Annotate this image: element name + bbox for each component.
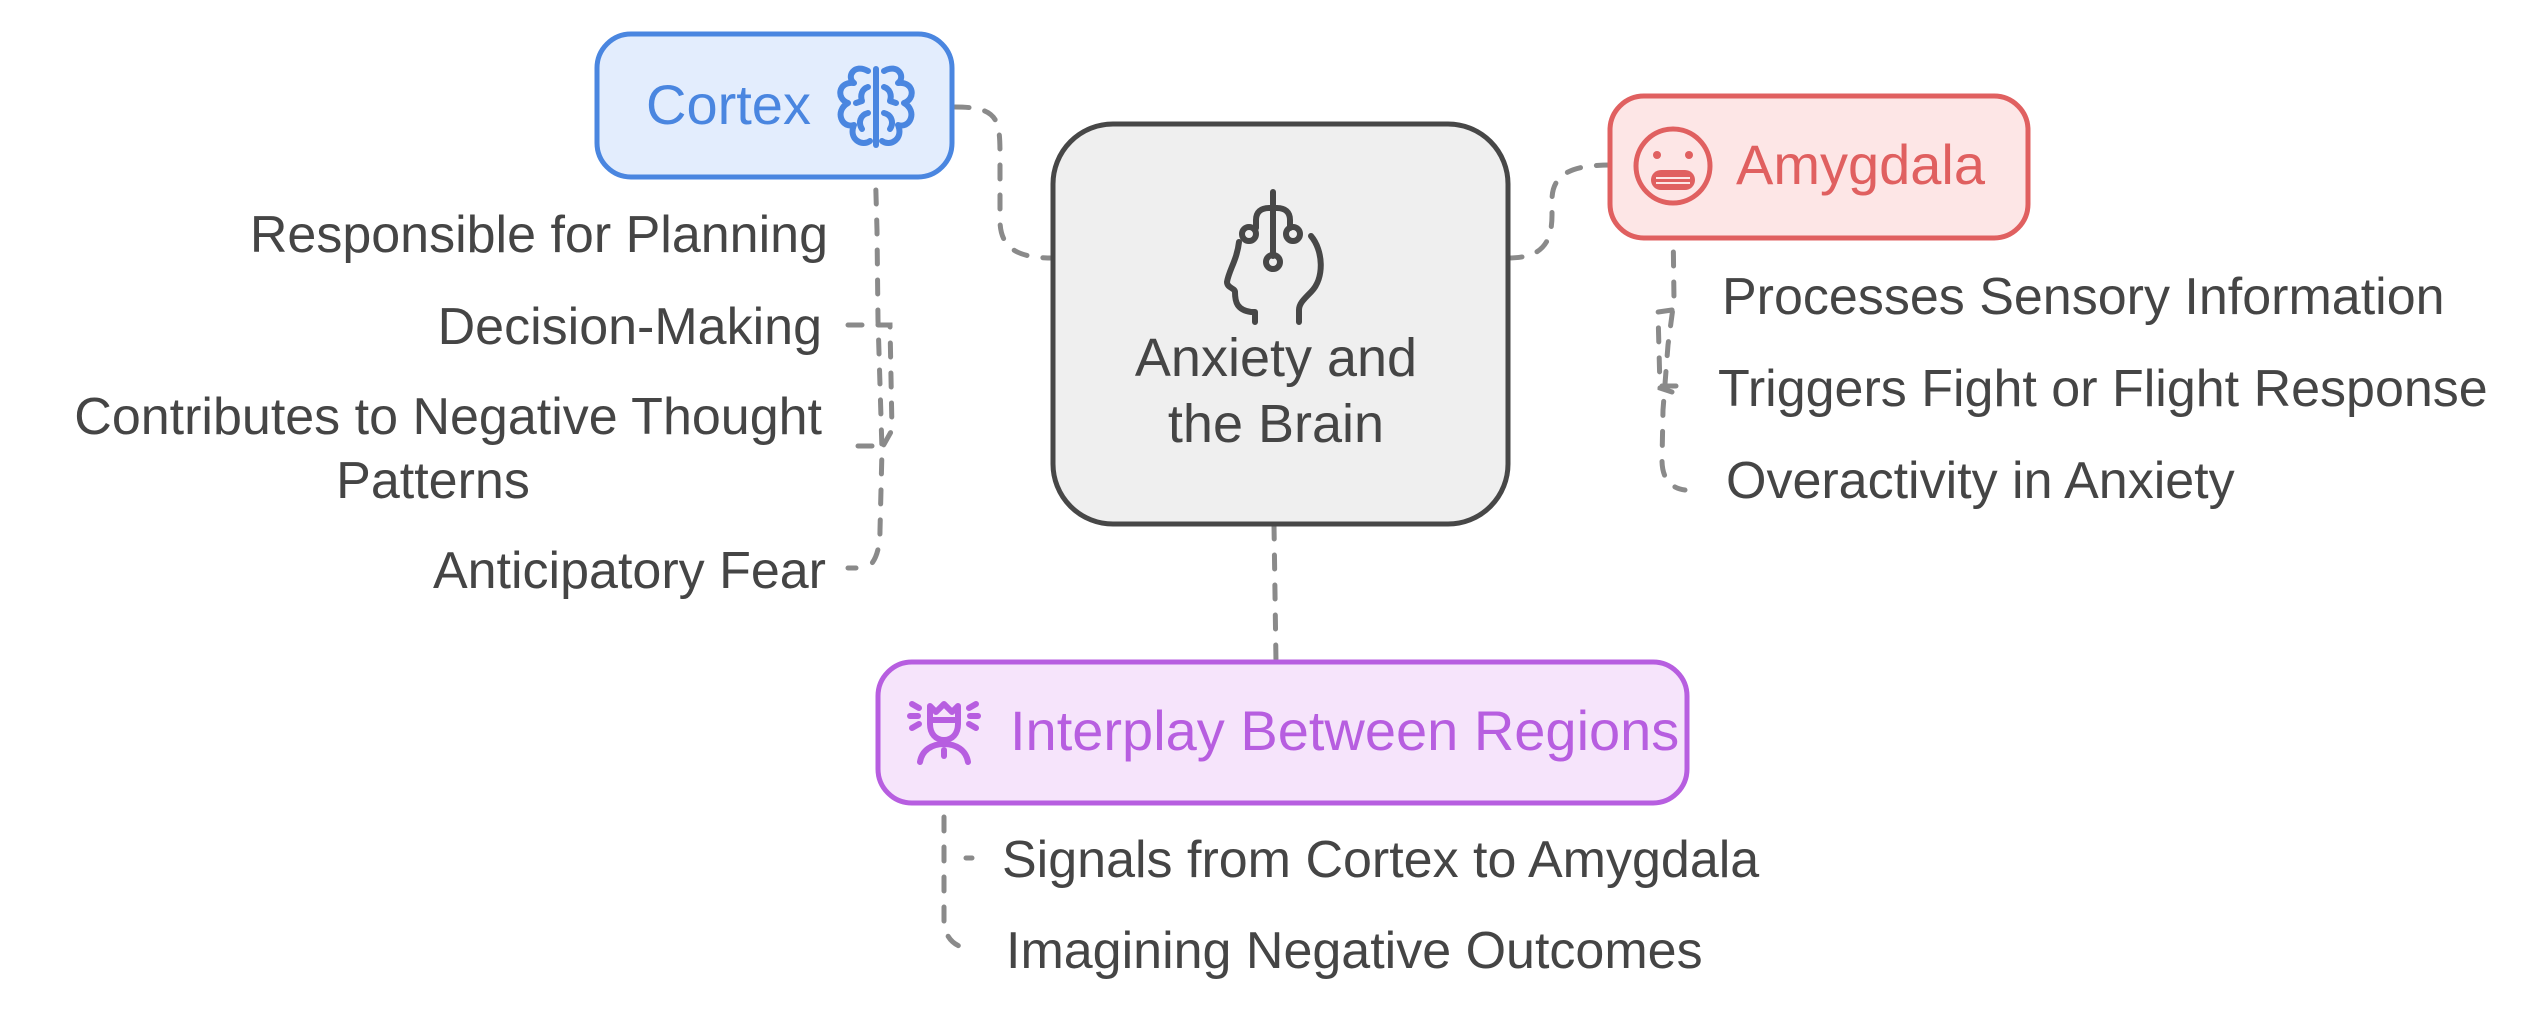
node-cortex[interactable]: Cortex — [594, 31, 955, 180]
center-title-line1: Anxiety and — [1135, 328, 1417, 388]
interplay-item-signals: Signals from Cortex to Amygdala — [1002, 831, 1759, 889]
cortex-items: Responsible for Planning Decision-Making… — [74, 206, 828, 600]
amygdala-items: Processes Sensory Information Triggers F… — [1718, 268, 2488, 510]
grimace-face-icon — [1633, 126, 1713, 206]
cortex-title: Cortex — [646, 73, 811, 136]
amygdala-box[interactable] — [1607, 93, 2031, 241]
cortex-item-negative-line1: Contributes to Negative Thought — [74, 388, 822, 446]
connector-center-interplay — [1271, 522, 1279, 665]
amygdala-item-overactivity: Overactivity in Anxiety — [1726, 452, 2235, 510]
person-radiating-icon — [907, 701, 981, 765]
cortex-item-decision: Decision-Making — [438, 298, 822, 356]
connector-amygdala-trunk — [1659, 219, 1688, 493]
interplay-item-imagining: Imagining Negative Outcomes — [1006, 922, 1703, 980]
connector-cortex-decision — [845, 322, 895, 451]
connectors — [845, 104, 1688, 951]
connector-center-amygdala — [1505, 162, 1613, 261]
center-title-line2: the Brain — [1168, 394, 1384, 454]
cortex-item-fear: Anticipatory Fear — [433, 542, 826, 600]
interplay-items: Signals from Cortex to Amygdala Imaginin… — [1002, 831, 1759, 980]
connector-cortex-center — [952, 104, 1056, 261]
node-interplay[interactable]: Interplay Between Regions — [875, 659, 1690, 806]
amygdala-item-fight: Triggers Fight or Flight Response — [1718, 360, 2488, 418]
connector-amygdala-sensory — [1655, 307, 1675, 395]
head-neural-icon — [1224, 189, 1324, 325]
center-box[interactable] — [1050, 121, 1511, 527]
cortex-item-negative-line2: Patterns — [336, 452, 530, 510]
cortex-item-planning: Responsible for Planning — [250, 206, 828, 264]
node-center[interactable]: Anxiety and the Brain — [1050, 121, 1511, 527]
brain-icon — [837, 65, 915, 148]
interplay-title: Interplay Between Regions — [1010, 699, 1679, 762]
node-amygdala[interactable]: Amygdala — [1607, 93, 2031, 241]
interplay-box[interactable] — [875, 659, 1690, 806]
connector-cortex-trunk — [859, 157, 885, 573]
connector-interplay-trunk — [941, 784, 968, 951]
amygdala-item-sensory: Processes Sensory Information — [1722, 268, 2445, 326]
amygdala-title: Amygdala — [1736, 133, 1986, 196]
